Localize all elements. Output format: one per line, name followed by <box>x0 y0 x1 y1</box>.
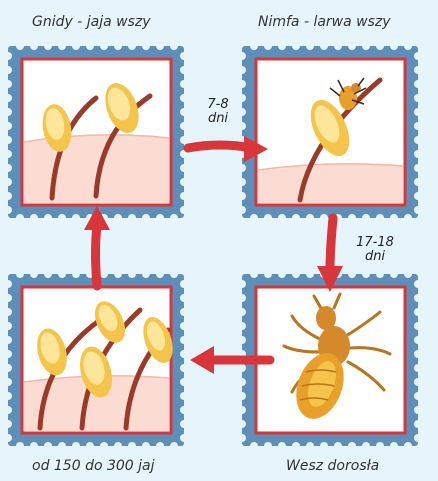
stamp-nymph <box>238 42 422 222</box>
duration-label-eggs-to-nymph: 7-8 dni <box>198 98 238 126</box>
stage-title-eggs: Gnidy - jaja wszy <box>32 14 151 30</box>
duration-value: 17-18 <box>350 236 400 250</box>
stamp-eggs <box>4 42 188 222</box>
duration-unit: dni <box>198 112 238 126</box>
duration-value: 7-8 <box>198 98 238 112</box>
stage-title-nymph: Nimfa - larwa wszy <box>258 14 391 30</box>
stage-title-laying: od 150 do 300 jaj <box>32 458 155 474</box>
stage-title-adult: Wesz dorosła <box>286 458 379 474</box>
duration-unit: dni <box>350 250 400 264</box>
duration-label-nymph-to-adult: 17-18 dni <box>350 236 400 264</box>
stamp-laying <box>4 270 188 450</box>
